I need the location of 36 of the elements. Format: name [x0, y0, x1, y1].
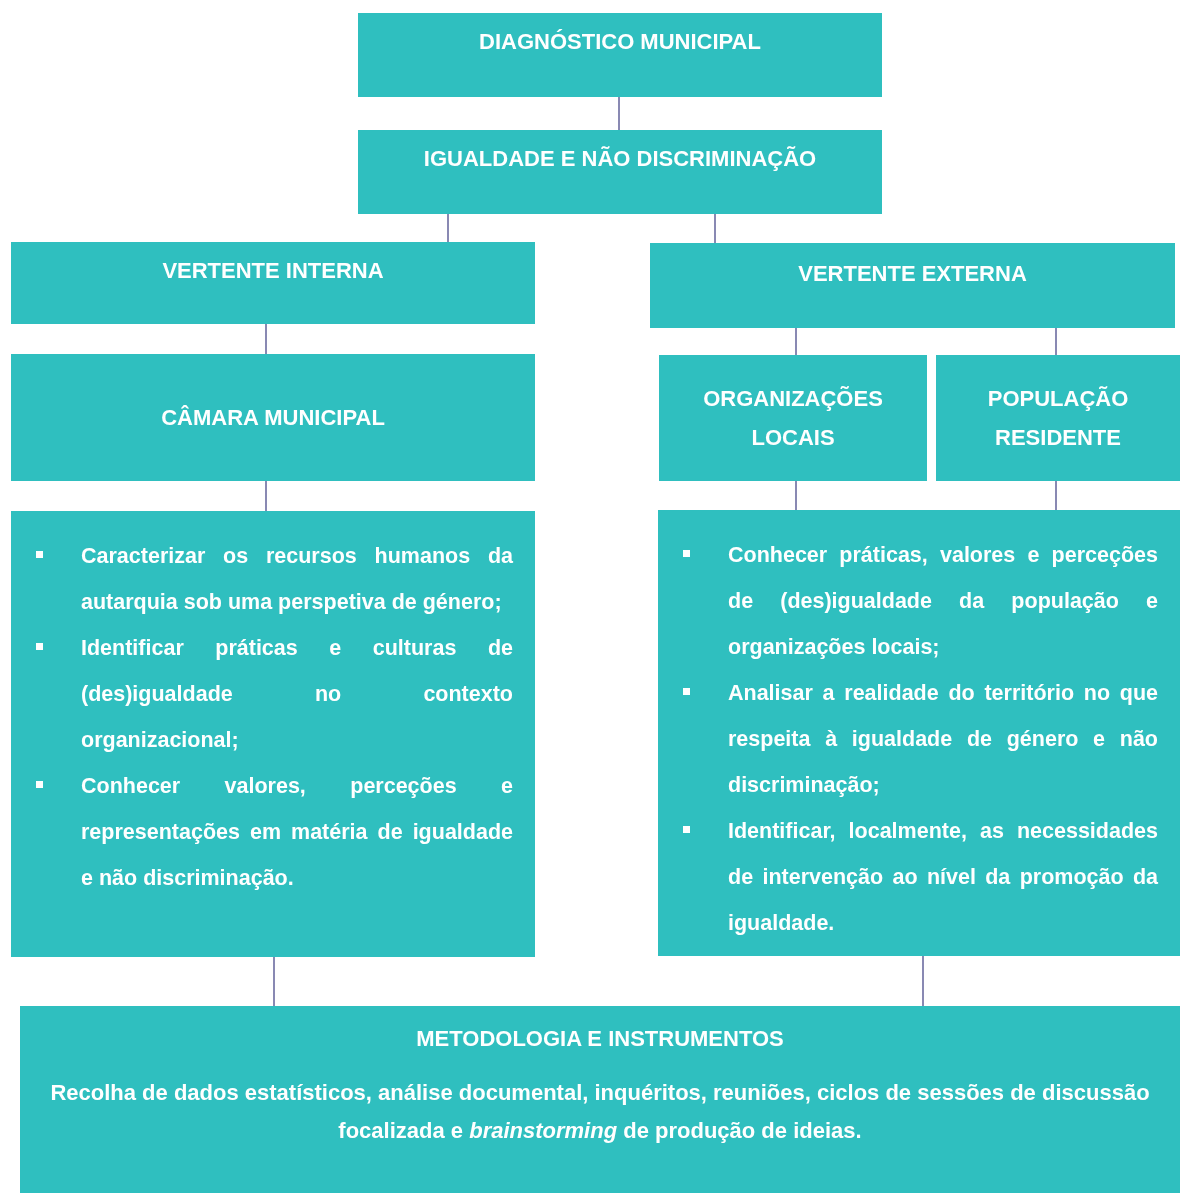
- objective-text: Identificar, localmente, as necessidades de intervenção ao nível da promoção da igualdade.: [728, 818, 1158, 937]
- box-title: IGUALDADE E NÃO DISCRIMINAÇÃO: [422, 146, 818, 172]
- objectives-box: [658, 510, 1180, 956]
- connector-line: [795, 327, 797, 356]
- objective-text: Conhecer práticas, valores e perceções de (des)igualdade da população e organizações locais;: [728, 542, 1158, 661]
- box-title: VERTENTE EXTERNA: [797, 261, 1028, 287]
- connector-line: [273, 956, 275, 1007]
- objective-text: Analisar a realidade do território no que respeita à igualdade de género e não discriminação;: [728, 680, 1158, 799]
- category-box: [358, 13, 882, 97]
- box-title: DIAGNÓSTICO MUNICIPAL: [478, 29, 762, 55]
- connector-line: [618, 96, 620, 131]
- category-box: [11, 242, 535, 324]
- objective-text: Caracterizar os recursos humanos da autarquia sob uma perspetiva de género;: [81, 543, 513, 616]
- category-box: [11, 354, 535, 481]
- box-title: CÂMARA MUNICIPAL: [161, 404, 385, 432]
- box-title: ORGANIZAÇÕES LOCAIS: [702, 385, 884, 452]
- connector-line: [714, 213, 716, 244]
- category-box: [936, 355, 1180, 481]
- box-description: Recolha de dados estatísticos, análise documental, inquéritos, reuniões, ciclos de sessões de discussão focalizada e brainstorming de produção de ideias.: [49, 1079, 1151, 1145]
- connector-line: [922, 955, 924, 1007]
- connector-line: [265, 323, 267, 355]
- objective-text: Identificar práticas e culturas de (des)igualdade no contexto organizacional;: [81, 635, 513, 754]
- box-title: VERTENTE INTERNA: [161, 258, 385, 284]
- connector-line: [265, 480, 267, 512]
- objectives-box: [11, 511, 535, 957]
- connector-line: [1055, 480, 1057, 511]
- connector-line: [447, 213, 449, 243]
- category-box: [20, 1006, 1180, 1193]
- category-box: [659, 355, 927, 481]
- category-box: [650, 243, 1175, 328]
- category-box: [358, 130, 882, 214]
- box-title: METODOLOGIA E INSTRUMENTOS: [415, 1026, 785, 1052]
- connector-line: [795, 480, 797, 511]
- objective-text: Conhecer valores, perceções e representações em matéria de igualdade e não discriminação.: [81, 773, 513, 892]
- box-title: POPULAÇÃO RESIDENTE: [986, 385, 1130, 452]
- connector-line: [1055, 327, 1057, 356]
